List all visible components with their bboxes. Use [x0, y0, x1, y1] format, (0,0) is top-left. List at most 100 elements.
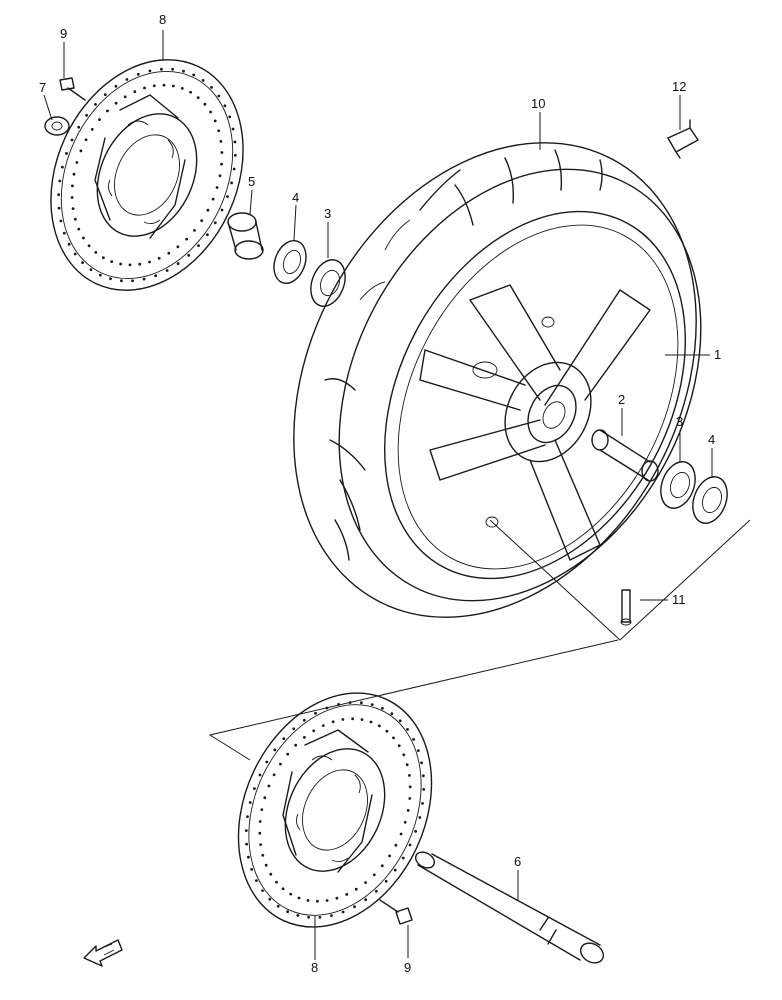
callout-labels: 8 9 7 5 4 3 10 12 1 2 3 4 11 6 8 9	[39, 12, 721, 975]
disc-vent-hole	[187, 253, 191, 257]
disc-vent-hole	[210, 86, 213, 89]
disc-vent-hole	[131, 279, 135, 283]
disc-vent-hole	[370, 703, 374, 706]
disc-vent-hole	[294, 743, 298, 747]
disc-vent-hole	[125, 78, 129, 81]
disc-vent-hole	[232, 167, 236, 171]
disc-vent-hole	[306, 899, 310, 902]
disc-vent-hole	[201, 79, 205, 82]
disc-vent-hole	[206, 233, 209, 237]
disc-vent-hole	[263, 796, 267, 800]
disc-vent-hole	[369, 720, 373, 724]
disc-vent-hole	[106, 109, 109, 113]
disc-vent-hole	[71, 207, 75, 211]
disc-vent-hole	[98, 118, 101, 121]
disc-vent-hole	[421, 802, 424, 805]
disc-vent-hole	[133, 90, 137, 94]
disc-vent-hole	[73, 252, 77, 256]
disc-vent-hole	[218, 174, 222, 178]
callout-4-upper: 4	[292, 190, 299, 205]
disc-bolt-upper	[59, 77, 86, 101]
disc-vent-hole	[330, 914, 333, 917]
callout-12: 12	[672, 79, 686, 94]
disc-vent-hole	[77, 227, 81, 231]
disc-vent-hole	[297, 896, 301, 900]
disc-vent-hole	[244, 829, 248, 832]
valve-stem	[620, 589, 632, 626]
disc-vent-hole	[165, 269, 169, 272]
disc-vent-hole	[226, 195, 229, 199]
disc-vent-hole	[62, 231, 66, 235]
disc-vent-hole	[72, 172, 76, 176]
disc-vent-hole	[416, 749, 420, 752]
callout-9-upper: 9	[60, 26, 67, 41]
disc-vent-hole	[267, 784, 271, 788]
disc-vent-hole	[220, 162, 224, 166]
bearing-lower	[660, 461, 696, 509]
callout-10: 10	[531, 96, 545, 111]
callout-11: 11	[672, 592, 686, 607]
disc-vent-hole	[401, 856, 405, 860]
disc-vent-hole	[119, 262, 122, 266]
disc-vent-hole	[303, 736, 306, 739]
disc-vent-hole	[261, 889, 264, 892]
disc-vent-hole	[172, 84, 175, 88]
disc-vent-hole	[422, 788, 426, 791]
disc-vent-hole	[364, 898, 368, 902]
disc-vent-hole	[258, 831, 262, 835]
disc-vent-hole	[57, 206, 61, 210]
callout-7: 7	[39, 80, 46, 95]
disc-vent-hole	[160, 67, 163, 71]
disc-vent-hole	[292, 727, 296, 731]
disc-vent-hole	[388, 854, 391, 858]
disc-vent-hole	[192, 73, 196, 77]
disc-vent-hole	[321, 724, 325, 727]
disc-vent-hole	[65, 152, 68, 155]
disc-vent-hole	[246, 815, 249, 818]
disc-vent-hole	[110, 260, 114, 263]
front-axle	[414, 851, 605, 964]
disc-vent-hole	[264, 863, 268, 867]
callout-9-lower: 9	[404, 960, 411, 975]
disc-vent-hole	[128, 263, 132, 267]
disc-vent-hole	[412, 738, 415, 741]
disc-vent-hole	[261, 853, 265, 857]
disc-vent-hole	[57, 193, 61, 197]
disc-vent-hole	[272, 773, 276, 777]
disc-vent-hole	[200, 219, 204, 223]
disc-vent-hole	[157, 256, 161, 260]
disc-vent-hole	[220, 208, 224, 212]
disc-vent-hole	[377, 724, 381, 728]
disc-vent-hole	[260, 808, 264, 811]
disc-vent-hole	[138, 262, 142, 266]
disc-vent-hole	[233, 153, 237, 157]
disc-vent-hole	[103, 93, 107, 97]
callout-3-lower: 3	[676, 414, 683, 429]
disc-vent-hole	[182, 69, 185, 73]
disc-vent-hole	[364, 881, 367, 884]
disc-vent-hole	[296, 914, 300, 917]
disc-vent-hole	[167, 251, 171, 255]
disc-vent-hole	[399, 832, 403, 836]
disc-vent-hole	[394, 843, 398, 847]
nut-part	[44, 116, 70, 136]
disc-vent-hole	[405, 763, 409, 767]
disc-vent-hole	[71, 184, 74, 188]
disc-vent-hole	[59, 219, 63, 223]
disc-vent-hole	[273, 748, 277, 752]
disc-vent-hole	[84, 138, 88, 142]
disc-vent-hole	[282, 737, 286, 741]
callout-6: 6	[514, 854, 521, 869]
disc-vent-hole	[180, 87, 184, 90]
disc-vent-hole	[276, 904, 280, 908]
disc-vent-hole	[70, 138, 74, 142]
disc-vent-hole	[87, 244, 91, 248]
disc-vent-hole	[398, 719, 402, 723]
disc-vent-hole	[392, 736, 395, 740]
brake-disc-lower	[237, 692, 433, 928]
disc-vent-hole	[307, 915, 310, 919]
disc-vent-hole	[390, 712, 394, 716]
disc-vent-hole	[286, 910, 289, 914]
